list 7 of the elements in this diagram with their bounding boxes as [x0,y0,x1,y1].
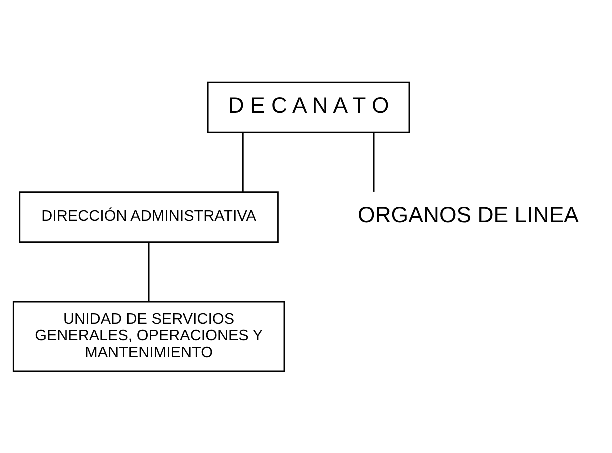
connector [148,242,150,302]
connector [373,132,375,192]
node-box: UNIDAD DE SERVICIOS GENERALES, OPERACIONES Y MANTENIMIENTO [12,300,286,372]
connector [242,132,244,192]
node-box: D E C A N A T O [207,81,410,133]
node-text: ORGANOS DE LINEA [358,202,580,228]
node-box: DIRECCIÓN ADMINISTRATIVA [19,191,279,242]
